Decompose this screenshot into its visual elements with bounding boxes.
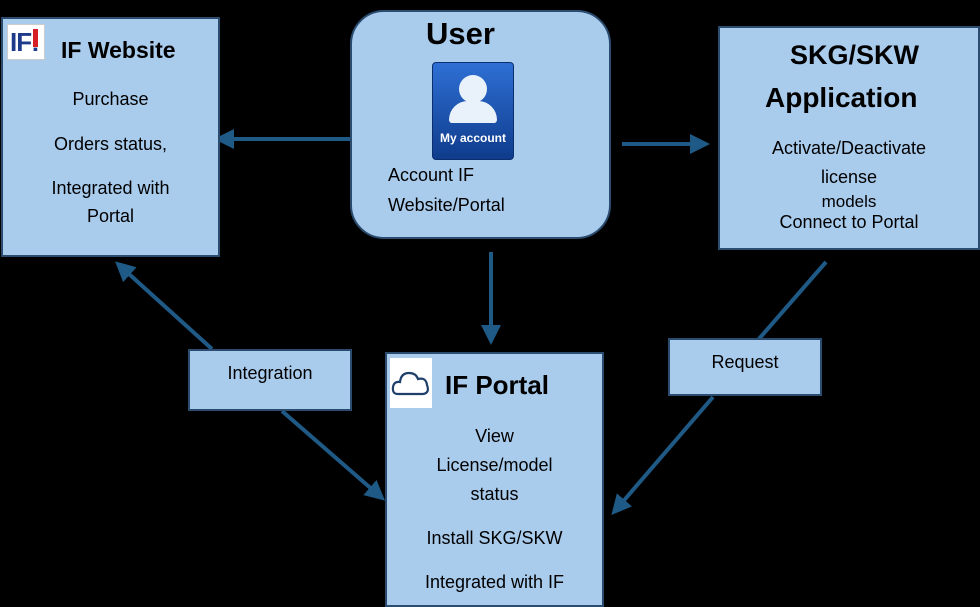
- user-line-2: Website/Portal: [388, 195, 505, 215]
- my-account-icon: My account: [432, 62, 514, 160]
- if-logo: IF!: [7, 24, 45, 60]
- integration-label-box: Integration: [188, 349, 352, 411]
- portal-line-5: Integrated with IF: [424, 572, 565, 592]
- line-app-to-request: [756, 260, 828, 342]
- arrow-integration-to-portal: [280, 409, 386, 501]
- app-title-1: SKG/SKW: [790, 40, 920, 70]
- website-line-2: Orders status,: [53, 134, 168, 154]
- request-label: Request: [711, 352, 779, 372]
- user-box: User My account Account IF Website/Porta…: [350, 10, 611, 239]
- my-account-label: My account: [439, 131, 506, 145]
- app-line-2: license: [820, 167, 878, 187]
- user-title: User: [426, 16, 495, 51]
- portal-line-4: Install SKG/SKW: [426, 528, 563, 548]
- app-line-1: Activate/Deactivate: [771, 138, 927, 158]
- arrow-request-to-portal: [611, 395, 715, 516]
- website-box: IF! IF Website Purchase Orders status, I…: [1, 17, 220, 257]
- portal-title: IF Portal: [445, 370, 550, 400]
- app-line-4: Connect to Portal: [779, 212, 919, 232]
- website-title: IF Website: [61, 37, 176, 63]
- website-line-1: Purchase: [72, 89, 149, 109]
- website-line-3: Integrated with: [51, 178, 170, 198]
- integration-label: Integration: [227, 363, 313, 383]
- website-line-4: Portal: [86, 206, 135, 226]
- app-box: SKG/SKW Application Activate/Deactivate …: [718, 26, 980, 250]
- portal-line-1: View: [475, 426, 514, 446]
- app-title-2: Application: [765, 82, 918, 113]
- user-avatar-body-icon: [449, 101, 497, 123]
- request-label-box: Request: [668, 338, 822, 396]
- portal-line-2: License/model: [436, 455, 553, 475]
- portal-box: IF Portal View License/model status Inst…: [385, 352, 604, 607]
- app-line-3: models: [821, 192, 877, 211]
- if-logo-accent-icon: [33, 29, 38, 47]
- user-avatar-icon: [459, 75, 487, 103]
- user-line-1: Account IF: [388, 165, 475, 185]
- portal-line-3: status: [470, 484, 519, 504]
- cloud-icon: [391, 371, 429, 396]
- cloud-icon-tile: [390, 358, 432, 408]
- arrow-portal-to-website: [115, 261, 214, 351]
